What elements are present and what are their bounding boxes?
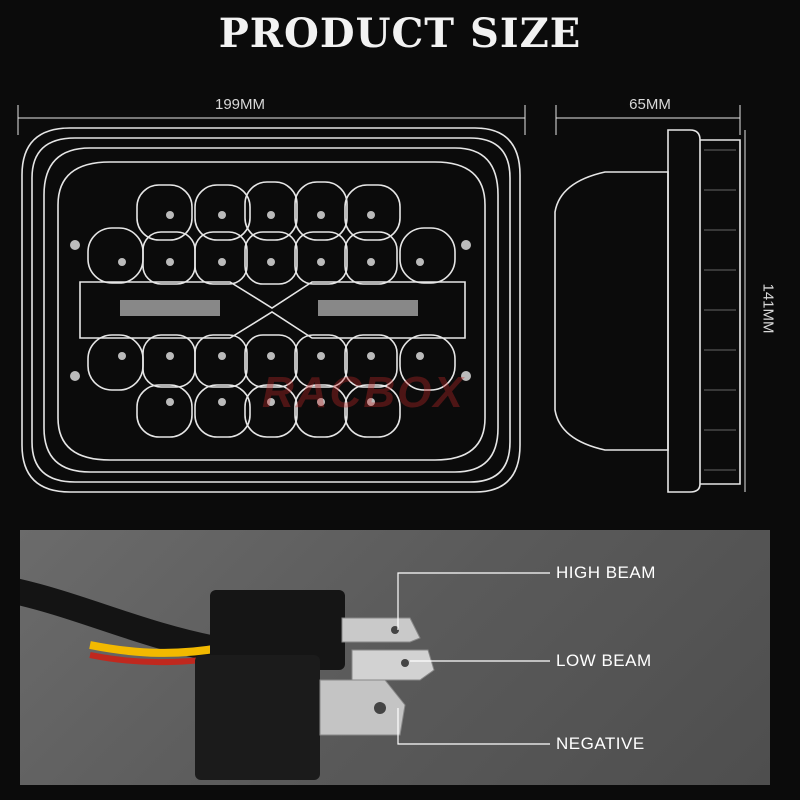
page-title: PRODUCT SIZE: [218, 10, 582, 57]
h4-plug-illustration: [20, 572, 550, 780]
brand-watermark: RACBOX: [262, 368, 465, 417]
negative-label: NEGATIVE: [556, 734, 645, 753]
width-dimension-label: 199MM: [214, 96, 266, 113]
high-beam-label: HIGH BEAM: [556, 563, 656, 582]
connector-photo: [20, 530, 770, 785]
low-beam-label: LOW BEAM: [556, 651, 652, 670]
depth-dimension-label: 65MM: [629, 96, 671, 113]
